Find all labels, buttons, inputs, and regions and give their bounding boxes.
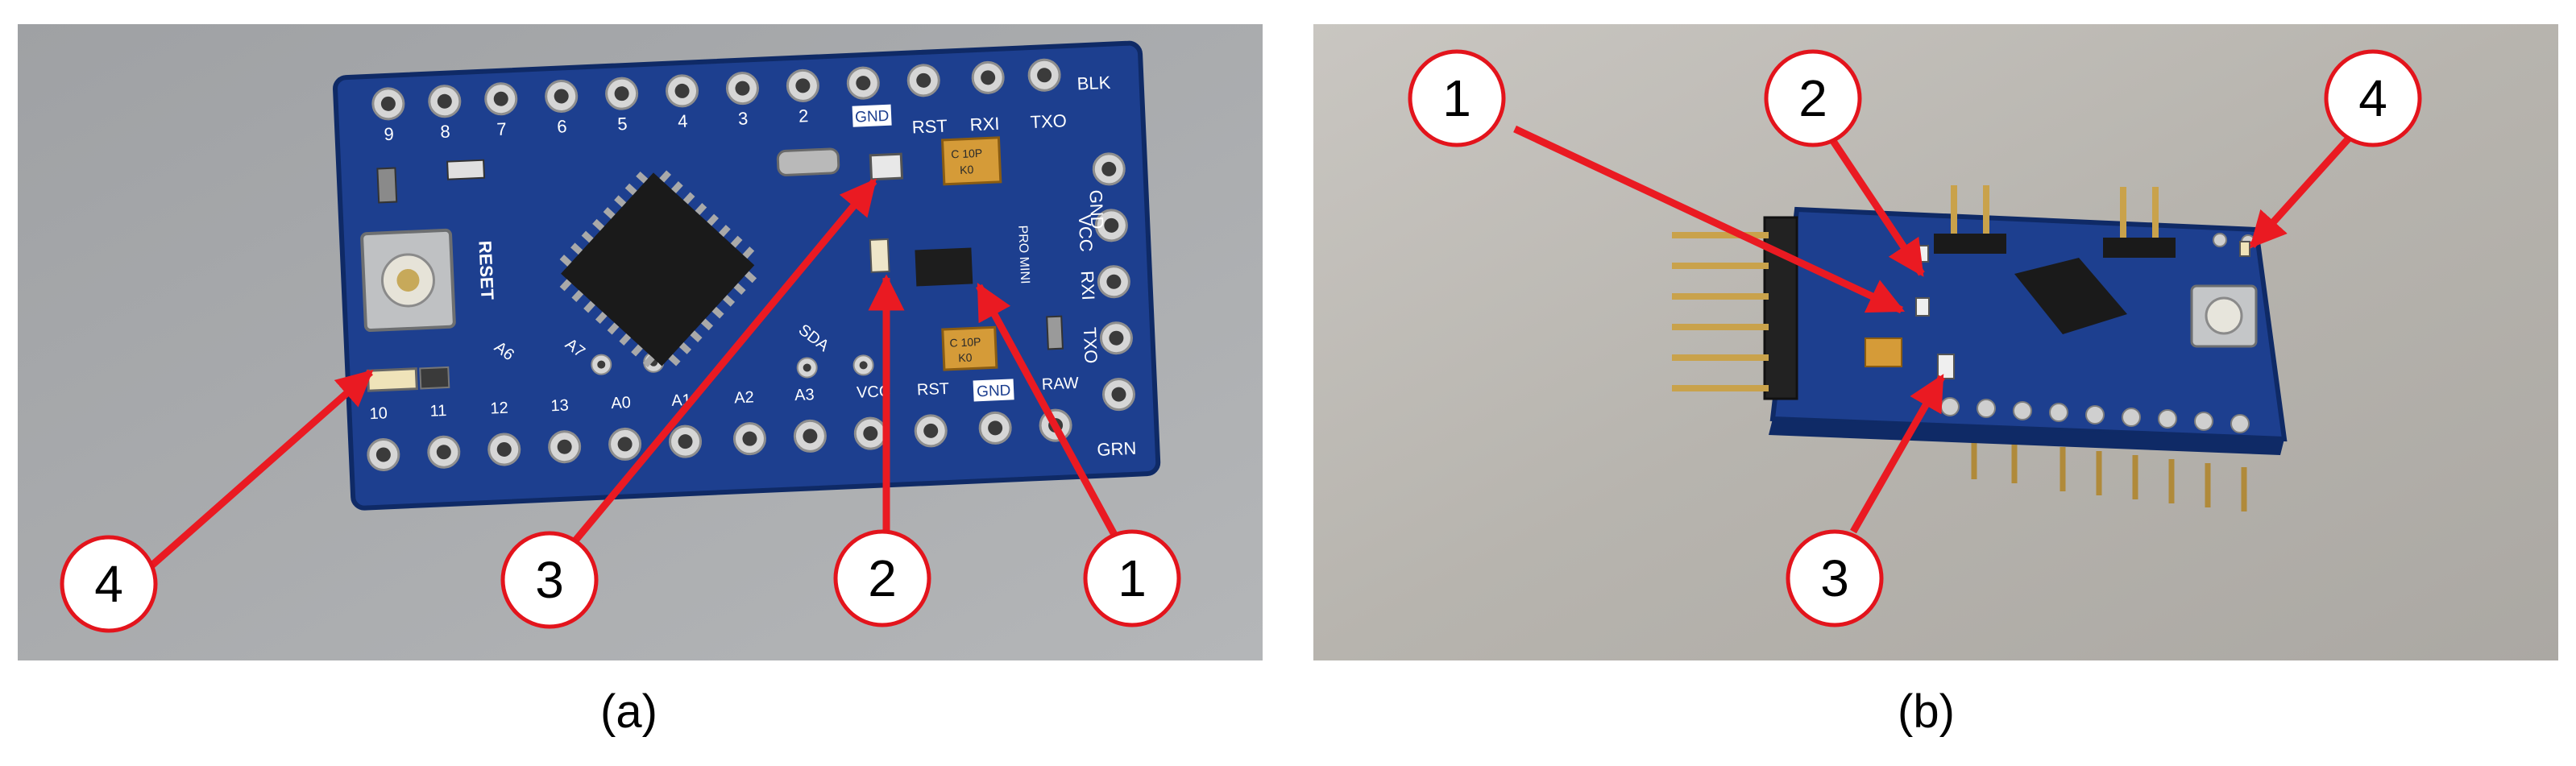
- led-pin13-b: [2239, 241, 2250, 257]
- reset-button-a: [360, 228, 456, 333]
- led-power-a: [869, 238, 890, 273]
- svg-text:2: 2: [1798, 69, 1827, 127]
- pin-11-a: 11: [429, 402, 447, 420]
- pin-gnd-a: GND: [977, 382, 1011, 400]
- callout-4-b: 4: [2324, 49, 2422, 147]
- left-header-b: [1672, 216, 1798, 400]
- arrow-1-a: [976, 283, 1131, 562]
- svg-text:3: 3: [535, 551, 564, 609]
- pin-7-a: 7: [496, 118, 507, 139]
- cap-top-label2-a: K0: [960, 163, 974, 176]
- resistor-3-a: [419, 366, 450, 390]
- pin-12-a: 12: [490, 400, 508, 418]
- cap-top-label-a: C 10P: [951, 147, 983, 161]
- arrow-4-a: [147, 369, 374, 571]
- pin-13-a: 13: [550, 396, 569, 415]
- pin-9-a: 9: [384, 124, 394, 145]
- grn-a: GRN: [1097, 438, 1137, 460]
- pin-rst-a: RST: [917, 380, 950, 400]
- rxi-top-a: RXI: [969, 114, 1000, 135]
- pcb-board-a: RESET: [333, 40, 1161, 511]
- txo-right-a: TXO: [1080, 327, 1101, 364]
- callout-2-b: 2: [1764, 49, 1862, 147]
- regulator-a: [915, 247, 973, 287]
- led-pin13-a: [366, 367, 418, 392]
- reset-label-a: RESET: [475, 240, 497, 300]
- arrow-4-b: [2249, 122, 2364, 249]
- pin-a0-a: A0: [611, 394, 631, 412]
- arrow-2-b: [1822, 126, 1925, 277]
- gnd-right-a: GND: [1085, 189, 1107, 230]
- callout-3-b: 3: [1786, 529, 1884, 627]
- pin-8-a: 8: [440, 122, 450, 143]
- arrow-1-b: [1513, 125, 1906, 314]
- led-power-b: [1915, 297, 1930, 317]
- cap-bottom-label2-a: K0: [958, 351, 973, 365]
- pin-5-a: 5: [617, 114, 628, 135]
- top-pins-b: [1951, 185, 2159, 246]
- tantalum-cap-top-a: [940, 136, 1002, 186]
- cap-bottom-label-a: C 10P: [949, 335, 981, 350]
- atmega-chip-b: [2014, 258, 2127, 334]
- vcc-right-a: VCC: [1075, 214, 1097, 253]
- txo-top-a: TXO: [1030, 110, 1067, 132]
- rxi-right-a: RXI: [1077, 271, 1099, 301]
- svg-text:1: 1: [1442, 69, 1471, 127]
- photo-a: RESET: [18, 24, 1263, 660]
- pin-a3-a: A3: [794, 386, 815, 404]
- arrow-3-b: [1850, 374, 1945, 534]
- pin-6-a: 6: [557, 116, 567, 137]
- resistor-a: [376, 167, 398, 204]
- rst-top-a: RST: [911, 116, 948, 138]
- svg-text:4: 4: [94, 555, 123, 613]
- svg-text:4: 4: [2358, 69, 2387, 127]
- reset-button-b: [2190, 284, 2258, 348]
- regulator-b: [1937, 354, 1955, 379]
- svg-text:1: 1: [1118, 549, 1147, 607]
- blk-a: BLK: [1076, 72, 1111, 94]
- callout-1-a: 1: [1083, 529, 1181, 627]
- arrow-3-a: [553, 178, 877, 566]
- pin-2-a: 2: [798, 106, 808, 126]
- resonator-a: [776, 147, 840, 176]
- callout-2-a: 2: [833, 529, 931, 627]
- pin-raw-a: RAW: [1041, 375, 1079, 394]
- pin-a2-a: A2: [734, 388, 754, 407]
- svg-text:3: 3: [1820, 549, 1849, 607]
- pro-mini-label-a: PRO MINI: [1015, 225, 1031, 284]
- tantalum-cap-bottom-a: [941, 325, 998, 371]
- tantalum-cap-b: [1865, 337, 1902, 367]
- pin-10-a: 10: [369, 404, 388, 423]
- atmega-chip-a: [559, 170, 757, 368]
- caption-b: (b): [1898, 685, 1955, 738]
- photo-b: 1 2 4 3: [1313, 24, 2558, 660]
- callout-3-a: 3: [500, 531, 599, 629]
- pin-3-a: 3: [738, 108, 749, 129]
- callout-4-a: 4: [60, 535, 158, 633]
- gnd-top-a: GND: [855, 108, 890, 126]
- caption-a: (a): [600, 685, 657, 738]
- pin-vcc-a: VCC: [857, 383, 891, 402]
- resistor-2-a: [446, 159, 486, 180]
- callout-1-b: 1: [1408, 49, 1506, 147]
- pin-4-a: 4: [678, 111, 688, 132]
- led-small-a: [869, 152, 904, 181]
- resistor-4-a: [1046, 315, 1064, 350]
- svg-text:2: 2: [868, 549, 897, 607]
